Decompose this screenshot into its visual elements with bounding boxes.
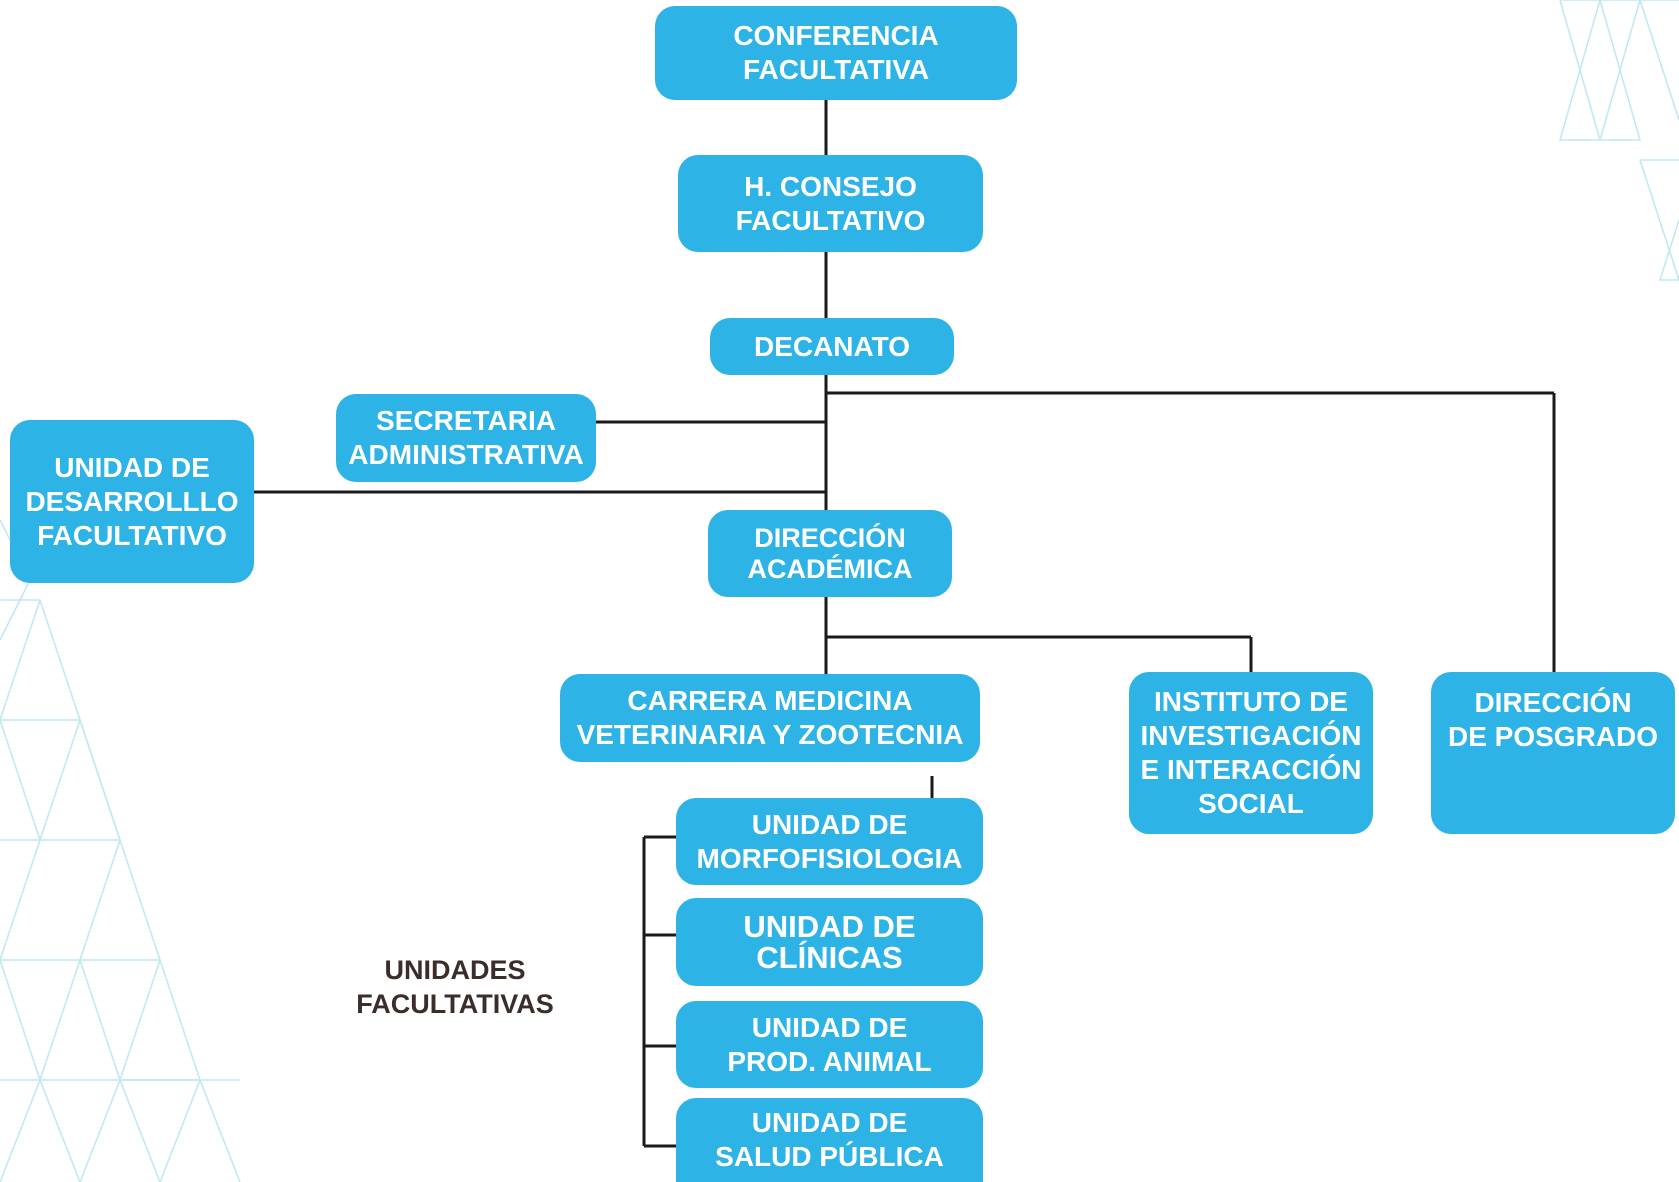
consejo-facultativo-box: H. CONSEJO FACULTATIVO (678, 155, 983, 252)
carrera-line-2: VETERINARIA Y ZOOTECNIA (576, 719, 964, 750)
unidad-clinicas-box: UNIDAD DE CLÍNICAS (676, 898, 983, 986)
instituto-line-3: E INTERACCIÓN (1140, 754, 1362, 785)
instituto-line-4: SOCIAL (1198, 788, 1304, 819)
secretaria-line-2: ADMINISTRATIVA (348, 439, 584, 470)
posgrado-line-1: DIRECCIÓN (1474, 687, 1632, 718)
instituto-line-2: INVESTIGACIÓN (1140, 720, 1362, 751)
carrera-medicina-box: CARRERA MEDICINA VETERINARIA Y ZOOTECNIA (560, 674, 980, 762)
consejo-line-1: H. CONSEJO (744, 170, 917, 202)
unidades-facultativas-label: UNIDADES FACULTATIVAS (340, 953, 570, 1021)
instituto-investigacion-box: INSTITUTO DE INVESTIGACIÓN E INTERACCIÓN… (1129, 672, 1373, 834)
unidad-prod-animal-box: UNIDAD DE PROD. ANIMAL (676, 1001, 983, 1088)
direccion-academica-line-1: DIRECCIÓN (754, 522, 906, 553)
prod-animal-line-1: UNIDAD DE (751, 1011, 908, 1043)
carrera-line-1: CARRERA MEDICINA (627, 685, 913, 716)
decanato-line-1: DECANATO (753, 330, 911, 362)
salud-publica-line-2: SALUD PÚBLICA (715, 1141, 944, 1172)
desarrollo-line-1: UNIDAD DE (54, 451, 210, 483)
desarrollo-line-2: DESARROLLLO (25, 485, 239, 517)
decanato-box: DECANATO (710, 318, 954, 375)
secretaria-line-1: SECRETARIA (376, 405, 556, 436)
direccion-posgrado-box: DIRECCIÓN DE POSGRADO (1431, 672, 1675, 834)
conferencia-line-2: FACULTATIVA (742, 54, 930, 85)
salud-publica-line-1: UNIDAD DE (751, 1107, 908, 1138)
secretaria-administrativa-box: SECRETARIA ADMINISTRATIVA (336, 394, 596, 482)
instituto-line-1: INSTITUTO DE (1154, 686, 1348, 717)
posgrado-line-2: DE POSGRADO (1447, 721, 1659, 752)
conferencia-facultativa-box: CONFERENCIA FACULTATIVA (655, 6, 1017, 100)
unidades-label-line-1: UNIDADES (384, 955, 526, 985)
direccion-academica-line-2: ACADÉMICA (747, 553, 913, 584)
morfofisiologia-line-2: MORFOFISIOLOGIA (696, 842, 963, 874)
morfofisiologia-line-1: UNIDAD DE (751, 808, 908, 840)
conferencia-line-1: CONFERENCIA (733, 20, 939, 51)
unidad-desarrollo-box: UNIDAD DE DESARROLLLO FACULTATIVO (10, 420, 254, 583)
consejo-line-2: FACULTATIVO (735, 204, 926, 236)
clinicas-line-2: CLÍNICAS (756, 940, 903, 975)
desarrollo-line-3: FACULTATIVO (37, 519, 227, 551)
unidad-salud-publica-box: UNIDAD DE SALUD PÚBLICA (676, 1098, 983, 1182)
clinicas-line-1: UNIDAD DE (743, 909, 916, 944)
unidades-label-line-2: FACULTATIVAS (356, 989, 554, 1019)
prod-animal-line-2: PROD. ANIMAL (727, 1045, 932, 1077)
direccion-academica-box: DIRECCIÓN ACADÉMICA (708, 510, 952, 597)
unidad-morfofisiologia-box: UNIDAD DE MORFOFISIOLOGIA (676, 798, 983, 885)
